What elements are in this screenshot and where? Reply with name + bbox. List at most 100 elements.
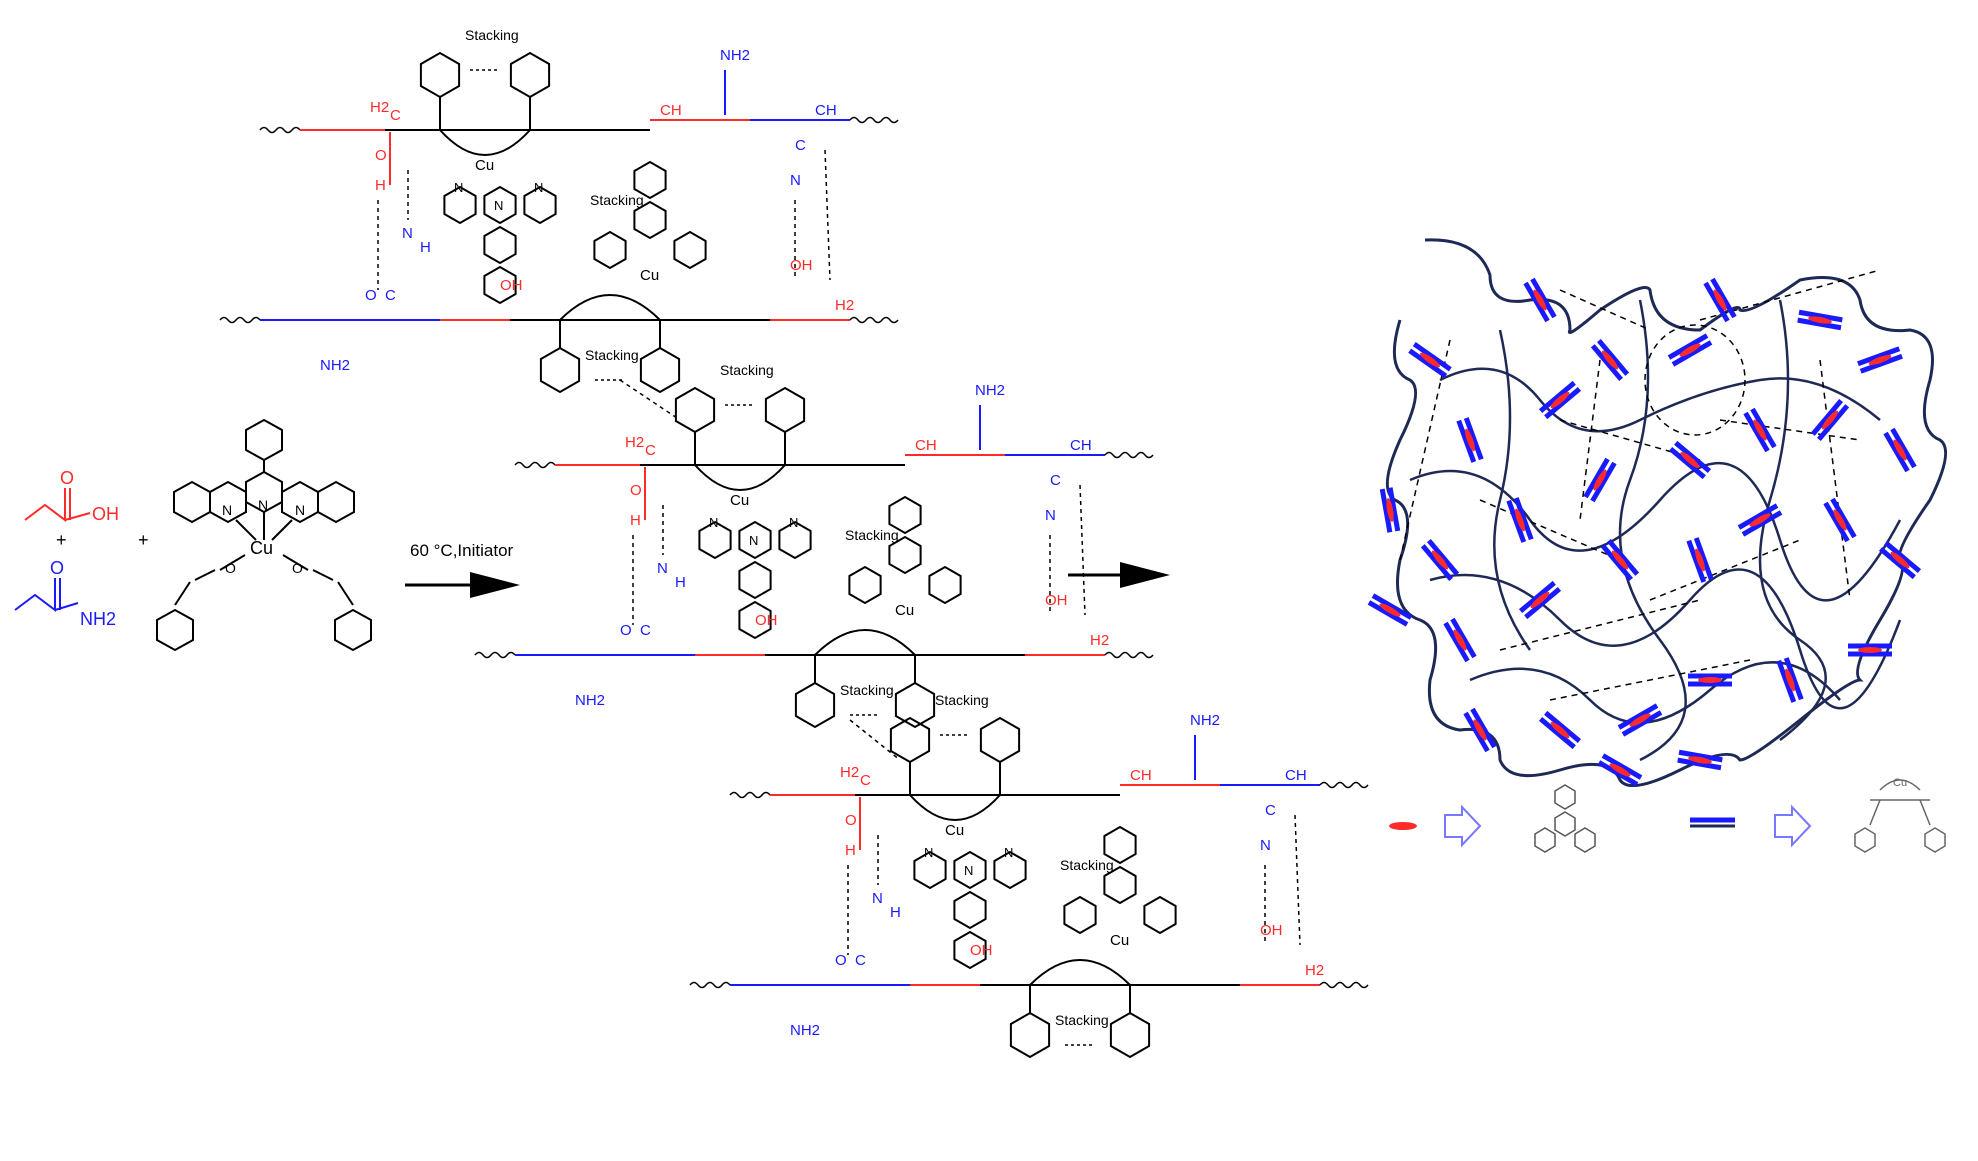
phenyl-ring bbox=[738, 600, 772, 640]
stacked-complex-marker bbox=[1667, 333, 1713, 367]
stacking-label: Stacking bbox=[465, 27, 519, 43]
nh2-label: NH2 bbox=[1190, 712, 1220, 729]
stacked-complex-marker bbox=[1677, 749, 1723, 771]
red-terpyridine-mark bbox=[1808, 316, 1832, 324]
red-terpyridine-mark bbox=[1609, 763, 1631, 777]
n-ring-label: N bbox=[534, 180, 543, 195]
hydrogel-network-cartoon bbox=[1367, 238, 1948, 788]
stacking-label: Stacking bbox=[590, 192, 644, 208]
stacking-label: Stacking bbox=[585, 347, 639, 363]
blue-stack-bar bbox=[1737, 503, 1779, 530]
h-label: H bbox=[845, 842, 856, 859]
blue-stack-bar bbox=[1817, 404, 1850, 442]
blue-stack-bar bbox=[1412, 342, 1452, 372]
network-arrow bbox=[1068, 562, 1170, 588]
chain-end-wavy bbox=[219, 316, 261, 324]
acrylic-acid-o-label: O bbox=[60, 468, 74, 488]
red-terpyridine-mark bbox=[1833, 509, 1847, 531]
blue-stack-bar bbox=[1686, 539, 1707, 583]
acrylamide: NH2 O bbox=[14, 558, 116, 629]
pyridine-ring bbox=[1103, 865, 1137, 905]
n-ring-label: N bbox=[709, 515, 718, 530]
h2-label: H2 bbox=[625, 434, 644, 451]
cu-label: Cu bbox=[945, 822, 964, 839]
nh2-label: NH2 bbox=[720, 47, 750, 64]
pyridine-ring bbox=[483, 185, 517, 225]
stacked-complex-marker bbox=[1523, 277, 1557, 323]
blue-stack-bar bbox=[1810, 398, 1843, 436]
blue-stack-bar bbox=[1797, 317, 1842, 331]
red-terpyridine-mark bbox=[1550, 391, 1570, 409]
phenyl-ring bbox=[419, 51, 461, 99]
blue-stack-bar bbox=[1677, 757, 1722, 771]
blue-stack-bar bbox=[1463, 417, 1484, 461]
network-inner-chain bbox=[1493, 329, 1532, 651]
pyridine-ring bbox=[593, 230, 627, 270]
red-terpyridine-mark bbox=[1868, 355, 1892, 365]
phenyl-ring bbox=[894, 681, 936, 729]
cu-label: Cu bbox=[730, 492, 749, 509]
red-terpyridine-mark bbox=[1533, 289, 1547, 311]
blue-stack-bar bbox=[1674, 440, 1712, 473]
n-ring-label: N bbox=[964, 863, 973, 878]
blue-stack-bar bbox=[1530, 277, 1557, 319]
acrylic-acid: OH O bbox=[24, 468, 119, 524]
red-terpyridine-mark bbox=[1688, 756, 1712, 764]
blue-stack-bar bbox=[1379, 488, 1393, 533]
crosslink-dash bbox=[1719, 419, 1861, 441]
stacked-complex-marker bbox=[1597, 753, 1643, 787]
blue-stack-bar bbox=[1523, 281, 1550, 323]
red-terpyridine-mark bbox=[1893, 439, 1907, 461]
crosslink-dash bbox=[1819, 359, 1851, 601]
n-ring-label: N bbox=[749, 533, 758, 548]
blue-stack-bar bbox=[1857, 346, 1901, 367]
o-label-amide: O bbox=[620, 622, 632, 639]
red-terpyridine-mark bbox=[1453, 629, 1467, 651]
red-mark-legend bbox=[1389, 822, 1417, 830]
blue-stack-bar bbox=[1367, 600, 1409, 627]
blue-stack-bar bbox=[1597, 760, 1639, 787]
red-terpyridine-mark bbox=[1890, 551, 1910, 569]
stacked-complex-marker bbox=[1590, 338, 1630, 382]
chain-end-wavy bbox=[1319, 781, 1369, 789]
oh-label: OH bbox=[1045, 592, 1068, 609]
cu-terpyridine-cinnamate-monomer: Cu N N N O O bbox=[156, 418, 372, 652]
network-outer-chain bbox=[1385, 238, 1948, 788]
blue-stack-bar bbox=[1600, 544, 1633, 582]
h-label: H bbox=[630, 512, 641, 529]
red-terpyridine-mark bbox=[1858, 647, 1882, 653]
pyridine-ring bbox=[633, 200, 667, 240]
cu-dimer-legend-icon: Cu bbox=[1854, 777, 1946, 853]
blue-stack-bar bbox=[1420, 544, 1453, 582]
ch-label-amide: CH bbox=[1285, 767, 1307, 784]
pyridine-ring bbox=[1143, 895, 1177, 935]
blue-stack-bar bbox=[1427, 538, 1460, 576]
phenyl-ring bbox=[953, 930, 987, 970]
carboxylate-bridge bbox=[814, 629, 916, 656]
network-inner-chain bbox=[1758, 299, 1827, 741]
blue-stack-bar bbox=[1884, 540, 1922, 573]
red-terpyridine-mark bbox=[1379, 603, 1401, 617]
blue-stack-bar bbox=[1524, 587, 1562, 620]
pyridine-ring bbox=[993, 850, 1027, 890]
o-label-amide: O bbox=[365, 287, 377, 304]
blue-stack-bar bbox=[1667, 333, 1709, 360]
stacked-complex-marker bbox=[1443, 617, 1477, 663]
red-terpyridine-mark bbox=[1420, 352, 1440, 368]
pyridine-ring bbox=[1063, 895, 1097, 935]
n-ring-label: N bbox=[494, 198, 503, 213]
red-terpyridine-mark bbox=[1713, 289, 1727, 311]
oh-label: OH bbox=[790, 257, 813, 274]
n-label: N bbox=[872, 890, 883, 907]
blue-stack-bar bbox=[1443, 621, 1470, 663]
red-terpyridine-mark bbox=[1698, 677, 1722, 683]
chain-end-wavy bbox=[1319, 981, 1369, 989]
blue-stack-bar bbox=[1590, 344, 1623, 382]
n-label: N bbox=[402, 225, 413, 242]
network-inner-chain bbox=[1409, 461, 1902, 602]
stacked-complex-marker bbox=[1883, 427, 1917, 473]
stacked-complex-marker bbox=[1703, 277, 1737, 323]
red-terpyridine-mark bbox=[1465, 428, 1475, 452]
